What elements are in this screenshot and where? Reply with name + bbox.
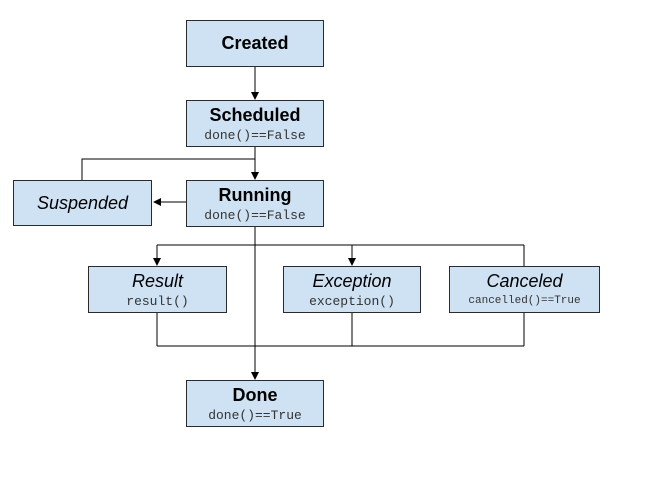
state-title: Suspended xyxy=(36,192,129,213)
state-result: Result result() xyxy=(88,266,227,313)
state-done: Done done()==True xyxy=(186,380,324,427)
state-title: Exception xyxy=(312,270,392,291)
state-condition: done()==False xyxy=(204,207,306,223)
state-condition: exception() xyxy=(309,293,395,309)
state-title: Canceled xyxy=(486,270,563,291)
state-title: Scheduled xyxy=(209,104,301,125)
state-running: Running done()==False xyxy=(186,180,324,227)
state-condition: result() xyxy=(126,293,189,309)
state-created: Created xyxy=(186,20,324,67)
state-condition: done()==False xyxy=(204,127,306,143)
state-title: Created xyxy=(221,33,289,53)
state-condition: done()==True xyxy=(208,407,302,423)
wire-suspended-resume xyxy=(81,158,255,180)
state-title: Result xyxy=(131,270,184,291)
state-exception: Exception exception() xyxy=(283,266,421,313)
state-title: Running xyxy=(218,184,292,205)
state-suspended: Suspended xyxy=(13,180,152,226)
state-scheduled: Scheduled done()==False xyxy=(186,100,324,147)
state-canceled: Canceled cancelled()==True xyxy=(449,266,600,313)
state-condition: cancelled()==True xyxy=(468,294,581,307)
state-title: Done xyxy=(232,384,278,405)
